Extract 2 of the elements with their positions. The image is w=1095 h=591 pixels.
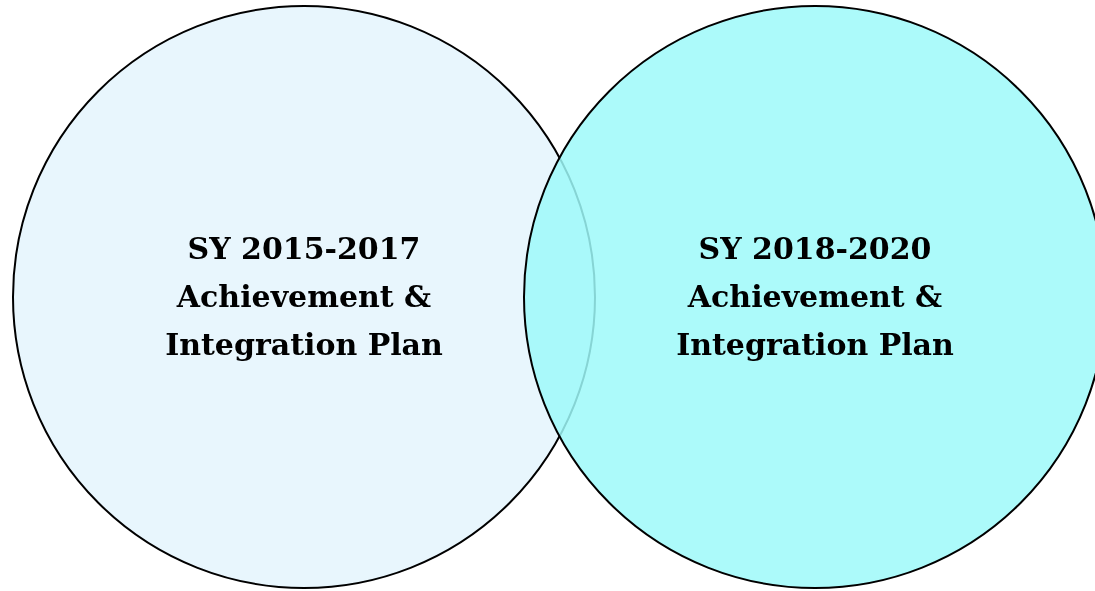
- circle-label: SY 2018-2020 Achievement & Integration Plan: [675, 230, 955, 364]
- circle-label: SY 2015-2017 Achievement & Integration Plan: [164, 230, 444, 364]
